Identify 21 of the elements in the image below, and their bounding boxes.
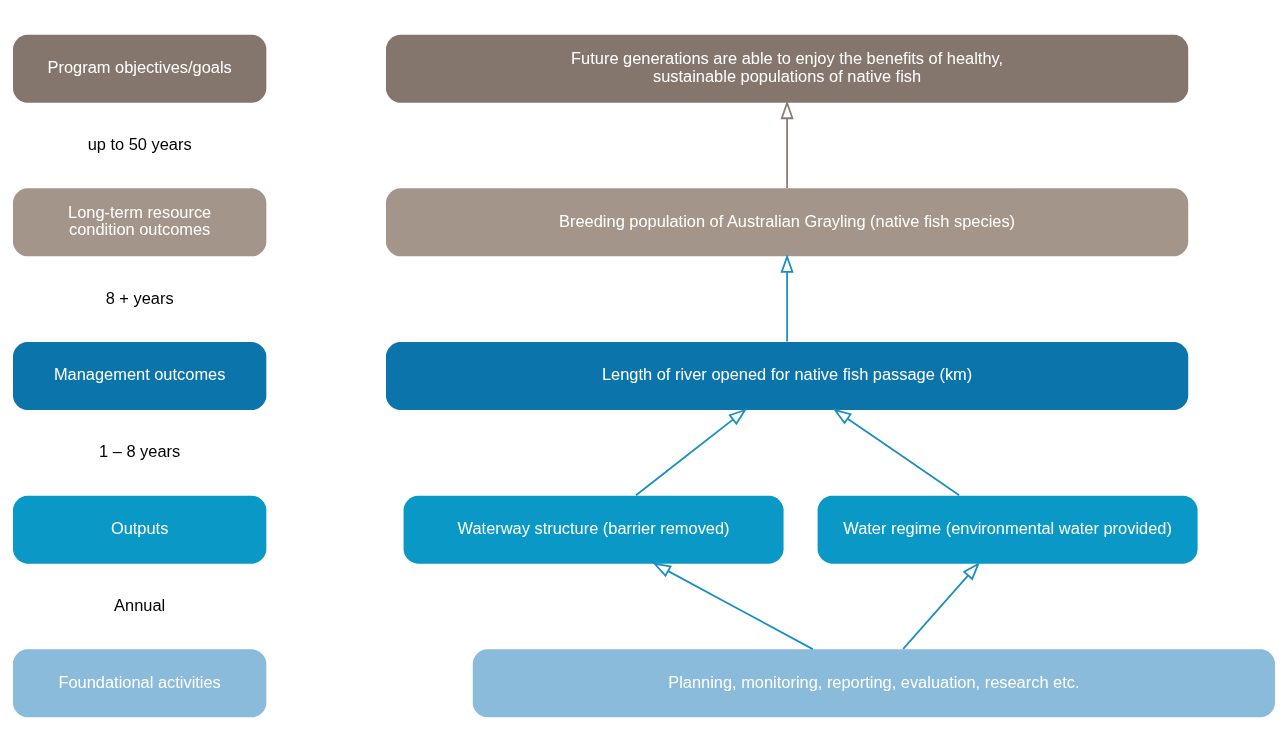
node-label: up to 50 years bbox=[87, 134, 192, 153]
node-label: Annual bbox=[114, 595, 166, 614]
node-label: 1 – 8 years bbox=[99, 441, 181, 460]
node-box: Future generations are able to enjoy the benefits of healthy, sustainable populations of native fish bbox=[385, 34, 1189, 103]
node-box: Outputs bbox=[13, 495, 267, 564]
arrow bbox=[902, 561, 981, 650]
arrow bbox=[635, 407, 748, 496]
node-box: Planning, monitoring, reporting, evaluation, research etc. bbox=[472, 648, 1275, 717]
node-box: Length of river opened for native fish passage (km) bbox=[385, 341, 1189, 410]
node-box: Foundational activities bbox=[13, 648, 267, 717]
arrow bbox=[780, 99, 794, 189]
node-box: Long-term resource condition outcomes bbox=[13, 187, 267, 256]
arrow bbox=[652, 562, 814, 650]
node-box: Breeding population of Australian Grayling (native fish species) bbox=[385, 187, 1189, 256]
node-label: 8 + years bbox=[105, 288, 174, 307]
arrow bbox=[832, 408, 961, 496]
node-box: Management outcomes bbox=[13, 341, 267, 410]
node-box: Program objectives/goals bbox=[13, 34, 267, 103]
node-box: Water regime (environmental water provided) bbox=[817, 495, 1198, 564]
node-box: Waterway structure (barrier removed) bbox=[403, 495, 784, 564]
arrow bbox=[780, 253, 794, 342]
